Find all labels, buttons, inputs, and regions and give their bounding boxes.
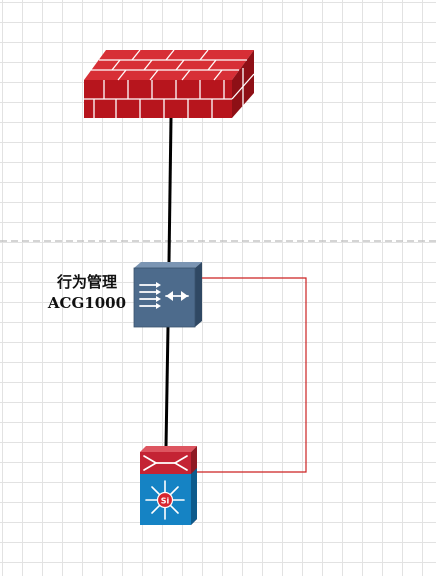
link-firewall-to-manager bbox=[167, 117, 173, 263]
svg-text:Si: Si bbox=[161, 497, 170, 506]
device-label-line-2: ACG1000 bbox=[47, 294, 127, 312]
layer3-switch-icon[interactable]: Si bbox=[140, 446, 197, 525]
link-manager-to-switch bbox=[164, 326, 170, 448]
traffic-manager-icon[interactable] bbox=[133, 262, 202, 328]
behavior-manager-label: 行为管理 ACG1000 bbox=[38, 272, 136, 314]
red-link-manager-to-switch bbox=[195, 277, 307, 473]
firewall-icon[interactable] bbox=[84, 49, 255, 118]
device-label-line-1: 行为管理 bbox=[56, 273, 117, 291]
